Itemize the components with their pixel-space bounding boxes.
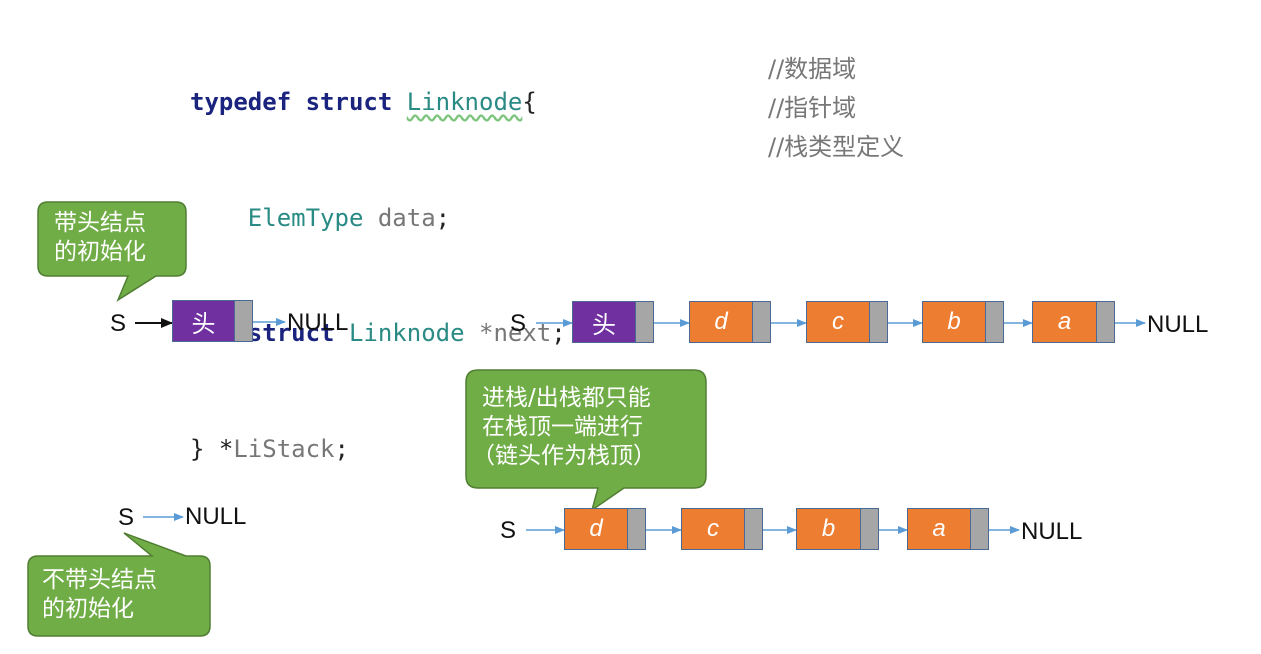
stack-node-pointer [744,509,762,549]
callout-without-head-shape [27,532,211,637]
stack-node: a [907,508,989,550]
stack-node-data: a [1033,302,1096,342]
head-node-data: 头 [173,301,234,341]
stack-node: b [796,508,879,550]
comment-stack-type: //栈类型定义 [768,133,905,161]
stack-node: a [1032,301,1115,343]
stack-node-pointer [1096,302,1114,342]
stack-node-pointer [869,302,887,342]
stack-node: c [806,301,888,343]
pointer-s-label: S [510,310,527,337]
comment-next-field: //指针域 [768,94,857,122]
stack-node: d [689,301,771,343]
callout-stack-top-shape [465,369,707,512]
callout-without-head: 不带头结点 的初始化 [42,567,157,622]
null-label: NULL [287,309,349,336]
head-node-pointer [234,301,252,341]
stack-node-pointer [860,509,878,549]
stack-node-pointer [970,509,988,549]
stack-node-data: d [565,509,627,549]
pointer-s-label: S [500,517,517,544]
callout-with-head-shape [37,201,187,302]
stack-node-data: a [908,509,970,549]
null-label: NULL [1147,311,1209,338]
head-node: 头 [572,301,654,343]
comment-data-field: //数据域 [768,55,857,83]
stack-node-pointer [627,509,645,549]
stack-node: b [922,301,1004,343]
stack-node: d [564,508,646,550]
null-label: NULL [1021,518,1083,545]
stack-node-data: b [923,302,985,342]
head-node: 头 [172,300,253,342]
head-node-pointer [635,302,653,342]
callout-stack-top: 进栈/出栈都只能 在栈顶一端进行 （链头作为栈顶） [472,385,656,469]
stack-node-pointer [752,302,770,342]
pointer-s-label: S [110,310,127,337]
code-line-2: ElemType data; [247,203,451,232]
stack-node-data: c [807,302,869,342]
code-line-3: struct Linknode *next; [247,319,566,347]
code-line-1: typedef struct Linknode{ [190,88,537,116]
pointer-s-label: S [118,504,135,531]
stack-node-data: b [797,509,860,549]
stack-node-data: d [690,302,752,342]
null-label: NULL [185,503,247,530]
code-block: typedef struct Linknode{ ElemType data; … [190,6,566,507]
stack-node: c [681,508,763,550]
stack-node-pointer [985,302,1003,342]
head-node-data: 头 [573,302,635,342]
stack-node-data: c [682,509,744,549]
code-line-4: } *LiStack; [190,434,349,463]
callout-with-head: 带头结点 的初始化 [54,210,146,265]
